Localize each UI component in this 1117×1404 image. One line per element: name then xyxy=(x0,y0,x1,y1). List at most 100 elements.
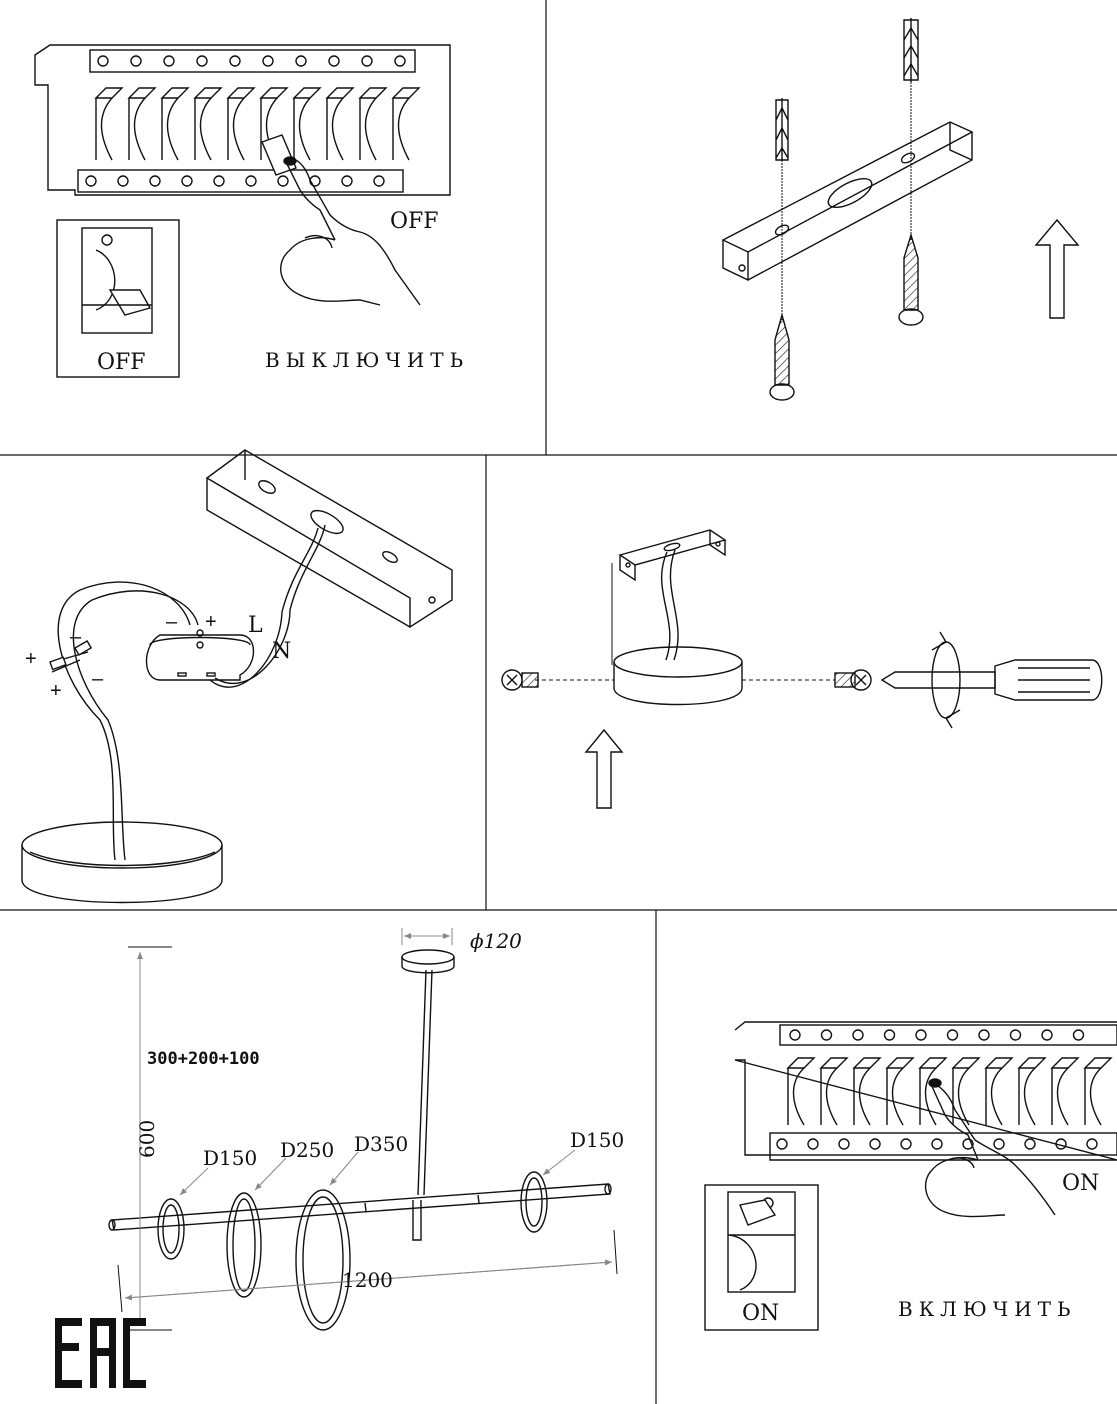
length-label: 1200 xyxy=(342,1268,393,1292)
ring-light xyxy=(295,1189,351,1331)
terminal-hole xyxy=(1055,1138,1067,1150)
terminal-hole xyxy=(1086,1138,1098,1150)
ring-light xyxy=(157,1198,185,1260)
wall-plug-icon xyxy=(775,98,789,161)
plus-label: + xyxy=(25,648,37,670)
up-arrow-icon xyxy=(1034,218,1080,319)
terminal-hole xyxy=(97,55,109,67)
breaker-body xyxy=(194,97,212,161)
terminal-hole xyxy=(229,55,241,67)
hand-pointer xyxy=(924,1078,1056,1218)
breaker-body xyxy=(919,1067,937,1126)
terminal-hole xyxy=(213,175,225,187)
terminal-hole xyxy=(789,1029,801,1041)
terminal-hole xyxy=(869,1138,881,1150)
terminal-hole xyxy=(1072,1029,1085,1041)
breaker-lever xyxy=(160,87,190,99)
terminal-hole xyxy=(341,175,353,187)
inset-on-label: ON xyxy=(742,1301,779,1326)
breaker-body xyxy=(853,1067,871,1126)
terminal-hole xyxy=(1024,1138,1036,1150)
terminal-hole xyxy=(181,175,193,187)
switch-off-instruction: ВЫКЛЮЧИТЬ xyxy=(265,348,469,372)
breaker-body xyxy=(886,1067,904,1126)
switch-off-inset xyxy=(56,219,180,378)
rod-lengths-label: 300+200+100 xyxy=(147,1049,260,1069)
ceiling-canopy xyxy=(613,646,743,706)
panel-dimensions: ϕ120 xyxy=(55,928,624,1388)
breaker-body xyxy=(227,97,245,161)
mounting-bracket xyxy=(618,529,727,582)
ring-size-label: D250 xyxy=(280,1138,334,1162)
breaker-lever xyxy=(1017,1057,1047,1069)
live-label: L xyxy=(248,613,263,638)
eac-mark xyxy=(55,1318,146,1388)
breaker-lever xyxy=(292,87,322,99)
breaker-lever xyxy=(94,87,124,99)
breaker-lever xyxy=(918,1057,948,1069)
ring-size-label: D150 xyxy=(203,1146,257,1170)
terminal-hole xyxy=(915,1029,927,1041)
plus-label: + xyxy=(50,680,62,702)
terminal-hole xyxy=(373,175,385,187)
breaker-lever xyxy=(193,87,223,99)
height-dim xyxy=(128,946,172,1331)
terminal-hole xyxy=(130,55,142,67)
terminal-hole xyxy=(820,1029,833,1041)
terminal-hole xyxy=(852,1029,864,1041)
led-driver xyxy=(145,629,255,681)
inset-off-label: OFF xyxy=(97,350,146,375)
breaker-body xyxy=(1051,1067,1069,1126)
breaker-body xyxy=(95,97,113,161)
rotate-arrow-icon xyxy=(931,631,961,729)
breaker-lever xyxy=(1050,1057,1080,1069)
breaker-panel xyxy=(734,1021,1117,1161)
terminal-hole xyxy=(262,55,274,67)
panel-bracket-mount xyxy=(721,18,1080,401)
breaker-body xyxy=(952,1067,970,1126)
panel-power-on: ON ON ВКЛЮЧИТЬ xyxy=(704,1021,1117,1331)
canopy-diameter-dim xyxy=(401,928,453,945)
terminal-hole xyxy=(931,1138,943,1150)
breaker-lever xyxy=(951,1057,981,1069)
breaker-lever xyxy=(984,1057,1014,1069)
panel-fixing xyxy=(501,529,1103,809)
terminal-hole xyxy=(978,1029,990,1041)
light-bar xyxy=(108,1183,612,1231)
ring-leaders xyxy=(179,1149,576,1196)
terminal-hole xyxy=(361,55,373,67)
breaker-body xyxy=(1084,1067,1102,1126)
breaker-lever xyxy=(786,1057,816,1069)
screw-icon xyxy=(769,312,795,401)
screwdriver-icon xyxy=(880,659,1103,701)
driver-plus-label: + xyxy=(205,611,217,633)
length-dim xyxy=(117,1229,618,1313)
breaker-lever xyxy=(259,87,289,99)
screw-icon xyxy=(834,669,872,691)
wall-plug-icon xyxy=(903,18,919,82)
terminal-hole xyxy=(946,1029,959,1041)
terminal-hole xyxy=(394,55,406,67)
switch-on-inset xyxy=(704,1184,819,1331)
ring-light xyxy=(520,1171,548,1233)
terminal-hole xyxy=(163,55,175,67)
terminal-hole xyxy=(117,175,129,187)
height-label: 600 xyxy=(135,1120,159,1158)
neutral-label: N xyxy=(272,639,291,664)
breaker-lever xyxy=(391,87,421,99)
breaker-body xyxy=(820,1067,838,1126)
minus-label: – xyxy=(70,626,82,648)
breaker-body xyxy=(1018,1067,1036,1126)
screw-icon xyxy=(898,232,924,326)
ring-size-label: D150 xyxy=(570,1128,624,1152)
breaker-panel xyxy=(34,44,451,196)
terminal-hole xyxy=(900,1138,912,1150)
ring-size-label: D350 xyxy=(354,1132,408,1156)
suspension-rod xyxy=(412,969,433,1241)
breaker-lever xyxy=(885,1057,915,1069)
canopy-diameter-label: ϕ120 xyxy=(470,929,522,953)
ceiling-canopy xyxy=(401,949,455,974)
breaker-off-label: OFF xyxy=(390,209,439,234)
